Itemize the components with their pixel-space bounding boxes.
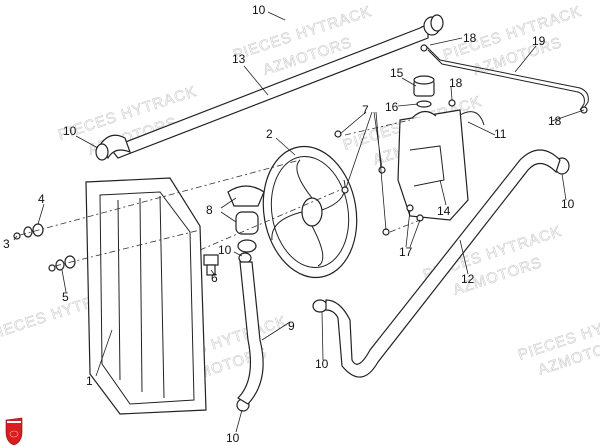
callout: 10 [218,243,232,257]
callout: 8 [206,203,213,217]
leader-lines [13,11,585,433]
lower-hose-12 [325,149,561,378]
callout: 18 [548,114,562,128]
callout: 15 [390,66,404,80]
overflow-tube-19 [425,45,589,111]
callout: 6 [211,271,218,285]
radiator-1 [85,177,207,415]
callout: 19 [532,34,546,48]
callout: 3 [3,237,10,251]
callout: 2 [266,127,273,141]
callout: 1 [86,374,93,388]
callout: 4 [38,192,45,206]
callout: 10 [252,3,266,17]
callout: 10 [315,357,329,371]
callout: 12 [461,272,475,286]
callout: 11 [494,127,507,141]
callout: 7 [362,103,369,117]
filler-cap-15 [413,75,435,108]
callout: 9 [288,319,295,333]
azmotors-logo [5,417,23,446]
drain-plug-parts [13,223,76,272]
callout: 10 [226,431,240,445]
callout: 10 [63,124,77,138]
callout: 17 [399,245,413,259]
cooling-fan-2 [262,145,358,279]
callout: 18 [463,31,477,45]
thermostat-housing-8 [227,185,265,253]
expansion-tank-11 [397,109,485,221]
callout: 5 [62,290,69,304]
small-hose-9 [237,261,264,405]
callout: 13 [232,52,246,66]
callout: 18 [449,76,463,90]
callout: 10 [561,197,575,211]
callout: 14 [437,204,451,218]
callout: 16 [385,100,399,114]
callout-labels: 10 18 19 13 15 18 16 7 11 18 10 2 10 4 8… [3,3,575,445]
